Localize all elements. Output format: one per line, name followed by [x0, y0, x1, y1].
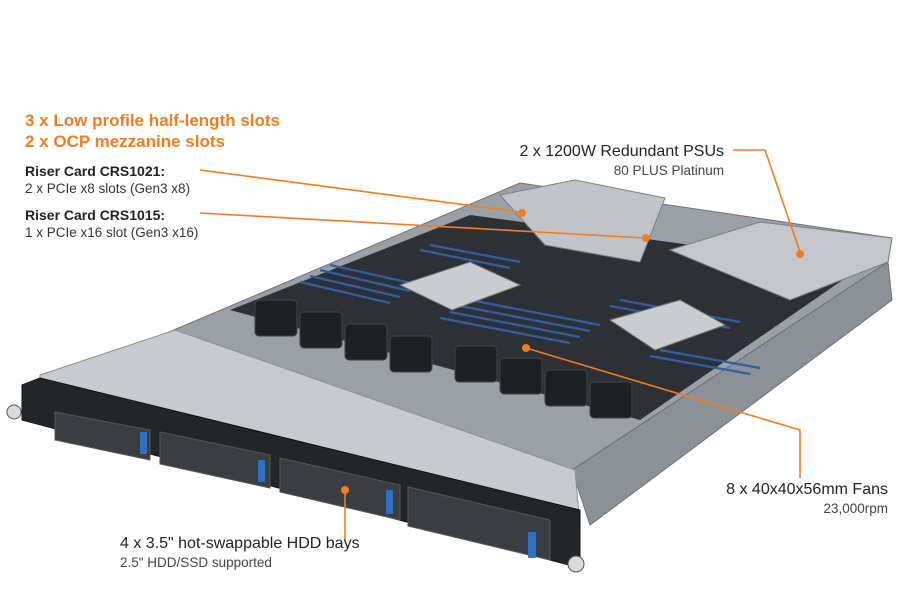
riser1-desc: 2 x PCIe x8 slots (Gen3 x8) [25, 181, 191, 196]
psu-callout-title: 2 x 1200W Redundant PSUs [519, 143, 724, 160]
riser-cage [499, 179, 666, 263]
riser1-title: Riser Card CRS1021: [25, 163, 166, 179]
chassis-side-wall [571, 261, 893, 526]
callout-dots [341, 209, 804, 494]
cpu-socket-1 [398, 261, 522, 311]
psu-callout-desc: 80 PLUS Platinum [613, 163, 724, 178]
riser2-desc: 1 x PCIe x16 slot (Gen3 x16) [25, 225, 199, 240]
cpu-socket-2 [608, 299, 727, 351]
left-thumbscrew [6, 404, 22, 420]
fans-callout-desc: 23,000rpm [823, 501, 888, 516]
riser2-title: Riser Card CRS1015: [25, 207, 166, 223]
hdd-callout-title: 4 x 3.5" hot-swappable HDD bays [120, 535, 360, 552]
fans-callout-title: 8 x 40x40x56mm Fans [726, 481, 888, 498]
slots-callout-line1: 3 x Low profile half-length slots [25, 111, 281, 130]
psu-bay [668, 221, 893, 301]
callout-lines [199, 149, 801, 540]
drive-bays [54, 411, 551, 561]
hdd-callout-desc: 2.5" HDD/SSD supported [120, 555, 272, 570]
fan-row [254, 299, 633, 419]
slots-callout-line2: 2 x OCP mezzanine slots [25, 132, 225, 151]
mainboard [230, 215, 860, 420]
drive-latches [140, 432, 536, 558]
right-thumbscrew [567, 555, 585, 573]
